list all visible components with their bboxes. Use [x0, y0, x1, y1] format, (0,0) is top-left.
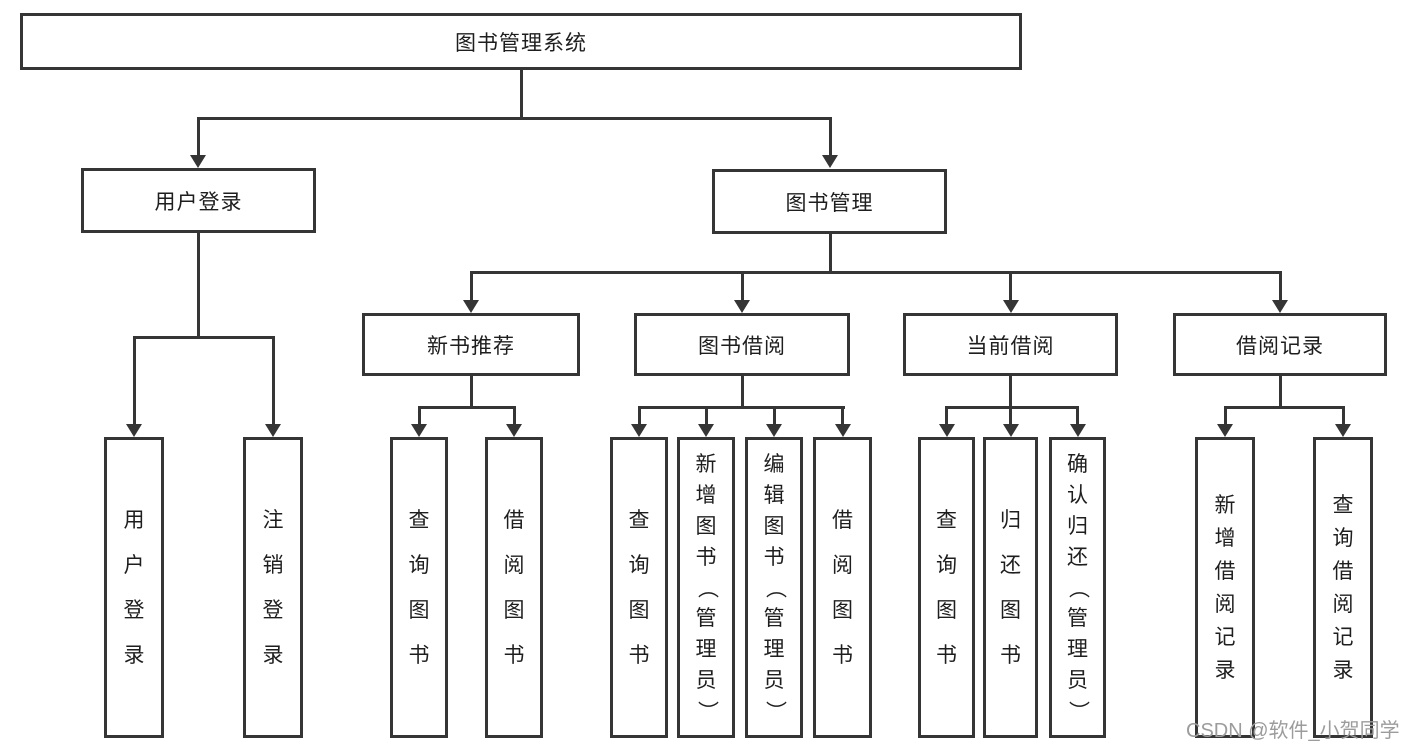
- arrow-down: [1009, 406, 1012, 424]
- connector-line: [1223, 406, 1345, 409]
- arrow-down: [271, 336, 275, 424]
- watermark-text: CSDN @软件_小贺同学: [1186, 720, 1400, 742]
- arrow-down: [469, 271, 473, 300]
- leaf-user-login: 用户登录: [104, 437, 164, 738]
- arrow-down: [1223, 406, 1227, 424]
- node-book-borrow: 图书借阅: [634, 313, 850, 376]
- connector-line: [196, 117, 832, 120]
- connector-line: [945, 406, 1079, 409]
- leaf-borrow-edit-books-admin: 编辑图书（管理员）: [745, 437, 803, 738]
- leaf-recommend-borrow-books: 借阅图书: [485, 437, 543, 738]
- node-current-borrow: 当前借阅: [903, 313, 1118, 376]
- connector-line: [740, 376, 744, 409]
- arrow-down: [196, 117, 200, 155]
- node-new-book-recommend: 新书推荐: [362, 313, 580, 376]
- arrow-down: [132, 336, 136, 424]
- arrow-down: [841, 406, 844, 424]
- leaf-current-confirm-return-admin: 确认归还（管理员）: [1049, 437, 1106, 738]
- connector-line: [519, 70, 523, 117]
- connector-line: [637, 406, 845, 409]
- connector-line: [1009, 376, 1012, 409]
- leaf-borrow-borrow-books: 借阅图书: [813, 437, 872, 738]
- arrow-down: [1341, 406, 1345, 424]
- node-borrow-records: 借阅记录: [1173, 313, 1387, 376]
- leaf-current-query-books: 查询图书: [918, 437, 975, 738]
- connector-line: [417, 406, 516, 409]
- connector-line: [469, 271, 1282, 274]
- leaf-borrow-add-books-admin: 新增图书（管理员）: [677, 437, 735, 738]
- arrow-down: [1009, 271, 1012, 300]
- arrow-down: [704, 406, 708, 424]
- leaf-recommend-query-books: 查询图书: [390, 437, 448, 738]
- arrow-down: [417, 406, 421, 424]
- connector-line: [132, 336, 275, 339]
- node-root: 图书管理系统: [20, 13, 1022, 70]
- node-book-management: 图书管理: [712, 169, 947, 234]
- leaf-logout: 注销登录: [243, 437, 303, 738]
- arrow-down: [512, 406, 516, 424]
- leaf-records-query-record: 查询借阅记录: [1313, 437, 1373, 738]
- leaf-current-return-books: 归还图书: [983, 437, 1038, 738]
- leaf-records-add-record: 新增借阅记录: [1195, 437, 1255, 738]
- arrow-down: [1278, 271, 1282, 300]
- connector-line: [828, 233, 832, 274]
- arrow-down: [772, 406, 776, 424]
- leaf-borrow-query-books: 查询图书: [610, 437, 668, 738]
- connector-line: [196, 232, 200, 339]
- arrow-down: [945, 406, 948, 424]
- connector-line: [1278, 376, 1282, 409]
- connector-line: [469, 376, 473, 409]
- node-user-login: 用户登录: [81, 168, 316, 233]
- arrow-down: [1076, 406, 1079, 424]
- arrow-down: [828, 117, 832, 155]
- arrow-down: [637, 406, 641, 424]
- arrow-down: [740, 271, 744, 300]
